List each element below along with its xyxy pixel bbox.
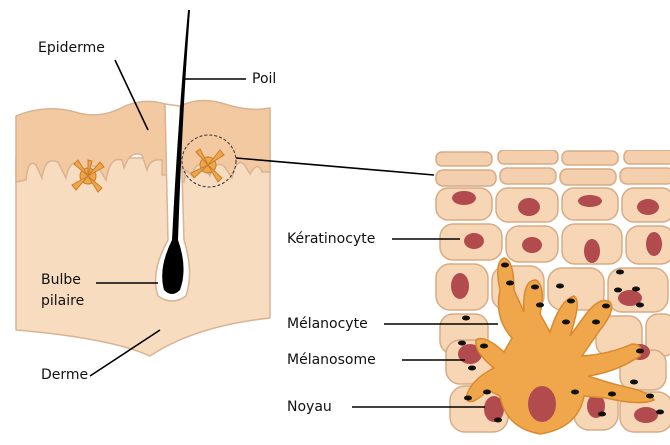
label-melanosome: Mélanosome — [287, 352, 376, 369]
label-derme: Derme — [41, 367, 88, 384]
label-bulbe-line1: Bulbe — [41, 272, 81, 289]
dermis — [16, 158, 270, 356]
label-keratinocyte: Kératinocyte — [287, 231, 375, 248]
flattened-cell-layer — [436, 150, 670, 186]
label-melanocyte: Mélanocyte — [287, 316, 368, 333]
label-poil: Poil — [252, 71, 276, 88]
melanocyte-nucleus — [528, 386, 556, 422]
tissue-zoom — [436, 150, 670, 434]
label-bulbe-line2: pilaire — [41, 293, 84, 310]
label-noyau: Noyau — [287, 399, 332, 416]
label-epiderme: Epiderme — [38, 40, 105, 57]
